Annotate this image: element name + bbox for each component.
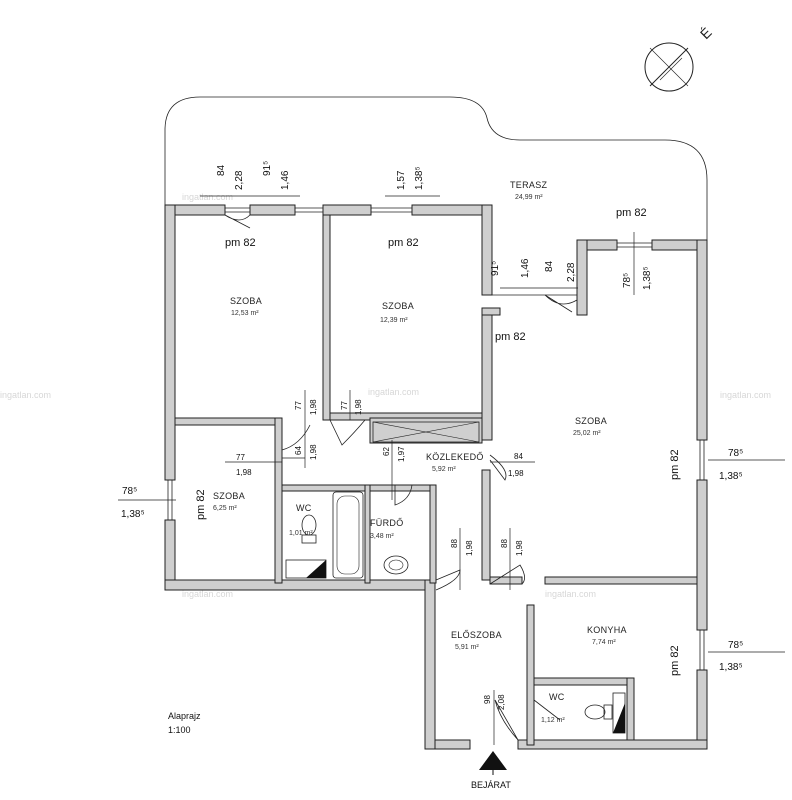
watermark-text: ingatlan.com bbox=[368, 387, 419, 397]
dim-label: pm 82 bbox=[616, 207, 647, 219]
room-area-hall: 5,91 m² bbox=[455, 644, 479, 651]
dim-label: 1,98 bbox=[508, 469, 524, 478]
dim-label: 91⁵ bbox=[490, 261, 501, 276]
shaft-icon bbox=[285, 559, 626, 734]
toilet-icon bbox=[301, 514, 317, 544]
toilet-icon bbox=[584, 704, 613, 720]
entrance-label: BEJÁRAT bbox=[471, 780, 511, 790]
room-area-terrace: 24,99 m² bbox=[515, 194, 543, 201]
watermarks: ingatlan.com ingatlan.com ingatlan.com i… bbox=[0, 192, 771, 599]
room-name-wc2: WC bbox=[549, 692, 565, 702]
dim-label: 88 bbox=[500, 539, 509, 548]
room-area-corridor: 5,92 m² bbox=[432, 466, 456, 473]
north-arrow-icon: É bbox=[644, 24, 715, 92]
dim-label: 91⁵ bbox=[262, 161, 273, 176]
room-area-room3: 6,25 m² bbox=[213, 505, 237, 512]
dim-label: 78⁵ bbox=[622, 273, 633, 288]
walls bbox=[164, 204, 708, 750]
corridor-cabinet bbox=[372, 421, 480, 443]
room-name-room3: SZOBA bbox=[213, 491, 245, 501]
dim-label: 78⁵ bbox=[728, 640, 743, 651]
room-area-wc2: 1,12 m² bbox=[541, 717, 565, 724]
dim-label: 1,98 bbox=[465, 540, 474, 556]
watermark-text: ingatlan.com bbox=[545, 589, 596, 599]
plan-scale: 1:100 bbox=[168, 725, 191, 735]
room-name-room1: SZOBA bbox=[230, 296, 262, 306]
dim-label: 1,98 bbox=[354, 399, 363, 415]
bathtub-icon bbox=[332, 491, 364, 579]
room-area-kitchen: 7,74 m² bbox=[592, 639, 616, 646]
dim-label: 84 bbox=[544, 260, 555, 272]
dim-label: pm 82 bbox=[195, 489, 207, 520]
dim-label: 77 bbox=[294, 401, 303, 410]
dim-label: 64 bbox=[294, 446, 303, 455]
dim-label: 98 bbox=[483, 695, 492, 704]
dim-label: 1,38⁵ bbox=[719, 471, 743, 482]
room-area-living: 25,02 m² bbox=[573, 430, 601, 437]
dim-label: 2,28 bbox=[566, 262, 577, 282]
dim-label: 2,28 bbox=[234, 170, 245, 190]
dim-label: 78⁵ bbox=[122, 486, 137, 497]
dim-label: 2,08 bbox=[497, 694, 506, 710]
dim-label: pm 82 bbox=[388, 237, 419, 249]
entrance-arrow-icon bbox=[479, 751, 507, 775]
dim-label: 62 bbox=[382, 447, 391, 456]
svg-text:É: É bbox=[697, 24, 715, 42]
dim-label: pm 82 bbox=[225, 237, 256, 249]
room-name-living: SZOBA bbox=[575, 416, 607, 426]
room-name-room2: SZOBA bbox=[382, 301, 414, 311]
watermark-text: ingatlan.com bbox=[720, 390, 771, 400]
dim-label: 1,38⁵ bbox=[414, 166, 425, 190]
dim-label: 88 bbox=[450, 539, 459, 548]
dim-label: 1,46 bbox=[280, 170, 291, 190]
room-name-wc1: WC bbox=[296, 503, 312, 513]
dim-label: 77 bbox=[236, 453, 245, 462]
doors bbox=[224, 214, 578, 741]
room-area-wc1: 1,01 m² bbox=[289, 530, 313, 537]
dim-label: 84 bbox=[216, 164, 227, 176]
room-area-room2: 12,39 m² bbox=[380, 317, 408, 324]
plan-title: Alaprajz bbox=[168, 711, 201, 721]
dim-label: 1,97 bbox=[397, 446, 406, 462]
room-name-kitchen: KONYHA bbox=[587, 625, 627, 635]
dim-label: pm 82 bbox=[669, 645, 681, 676]
watermark-text: ingatlan.com bbox=[0, 390, 51, 400]
dimension-labels: 84 2,28 91⁵ 1,46 pm 82 1,57 1,38⁵ pm 82 … bbox=[118, 161, 785, 745]
dim-label: 1,98 bbox=[515, 540, 524, 556]
dim-label: 1,98 bbox=[236, 468, 252, 477]
room-name-terrace: TERASZ bbox=[510, 180, 548, 190]
dim-label: 1,38⁵ bbox=[642, 266, 653, 290]
dim-label: 1,57 bbox=[396, 170, 407, 190]
dim-label: pm 82 bbox=[669, 449, 681, 480]
dim-label: 1,38⁵ bbox=[719, 662, 743, 673]
watermark-text: ingatlan.com bbox=[182, 589, 233, 599]
dim-label: 1,38⁵ bbox=[121, 509, 145, 520]
dim-label: pm 82 bbox=[495, 331, 526, 343]
room-name-bath: FÜRDŐ bbox=[370, 518, 404, 528]
room-area-room1: 12,53 m² bbox=[231, 310, 259, 317]
room-name-hall: ELŐSZOBA bbox=[451, 630, 502, 640]
terrace-outline bbox=[164, 96, 708, 240]
dim-label: 1,98 bbox=[309, 399, 318, 415]
room-name-corridor: KÖZLEKEDŐ bbox=[426, 452, 484, 462]
dim-label: 77 bbox=[340, 401, 349, 410]
room-area-bath: 3,48 m² bbox=[370, 533, 394, 540]
dim-label: 84 bbox=[514, 452, 523, 461]
dim-label: 1,98 bbox=[309, 444, 318, 460]
sink-icon bbox=[383, 555, 409, 575]
watermark-text: ingatlan.com bbox=[182, 192, 233, 202]
dim-label: 78⁵ bbox=[728, 448, 743, 459]
room-labels: TERASZ 24,99 m² SZOBA 12,53 m² SZOBA 12,… bbox=[213, 180, 627, 724]
dim-label: 1,46 bbox=[520, 258, 531, 278]
